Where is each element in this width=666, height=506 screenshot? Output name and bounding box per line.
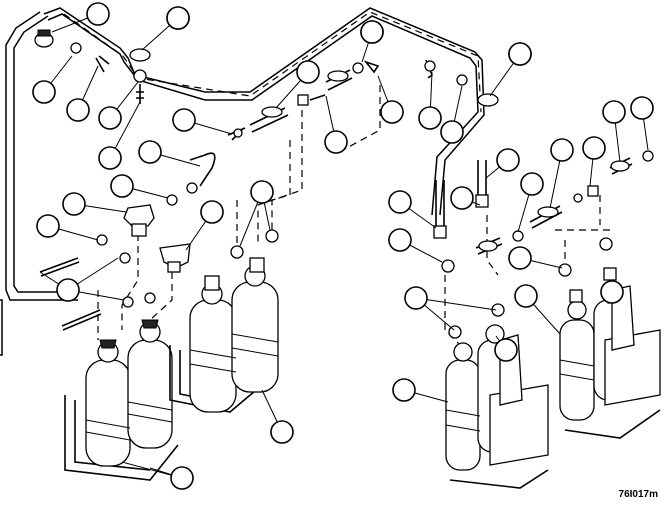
callout-circle-ref-23 <box>450 186 474 210</box>
callout-circle-ref-17 <box>250 180 274 204</box>
callout-circle-ref-4 <box>66 98 90 122</box>
callout-circle-ref-9 <box>98 146 122 170</box>
callout-circle-ref-16 <box>200 200 224 224</box>
callout-circle-ref-3 <box>32 80 56 104</box>
callout-circle-ref-5 <box>98 106 122 130</box>
callout-circle-ref-40 <box>360 20 384 44</box>
callout-circle-ref-27 <box>582 136 606 160</box>
callout-circle-ref-6 <box>296 60 320 84</box>
fittings-and-hardware <box>34 29 654 339</box>
callout-circle-ref-39 <box>166 6 190 30</box>
callout-circle-ref-12 <box>324 130 348 154</box>
callout-circle-ref-28 <box>602 100 626 124</box>
callout-circle-ref-32 <box>404 286 428 310</box>
callout-circle-ref-11 <box>110 174 134 198</box>
cylinder-bank-center <box>169 257 279 413</box>
callout-circle-ref-8 <box>172 108 196 132</box>
callout-circle-ref-26 <box>550 138 574 162</box>
callout-circle-ref-36 <box>392 378 416 402</box>
callout-circle-ref-1 <box>86 2 110 26</box>
callout-circle-ref-34 <box>514 284 538 308</box>
callout-circle-ref-22 <box>388 190 412 214</box>
figure-code: 76I017m <box>618 489 658 500</box>
callout-circle-ref-20 <box>440 120 464 144</box>
callout-circle-ref-15 <box>36 214 60 238</box>
callout-circle-ref-33 <box>494 338 518 362</box>
callout-circle-ref-30 <box>388 228 412 252</box>
callout-circle-ref-18 <box>56 278 80 302</box>
callout-circle-ref-38 <box>170 466 194 490</box>
cylinder-bank-right-front <box>445 324 549 489</box>
callout-circle-ref-14 <box>62 192 86 216</box>
callout-circle-ref-13 <box>380 100 404 124</box>
callout-circle-ref-24 <box>496 148 520 172</box>
callout-circle-ref-35 <box>600 280 624 304</box>
callout-circle-ref-25 <box>520 172 544 196</box>
callout-circle-ref-19 <box>418 106 442 130</box>
callout-circles <box>32 2 654 490</box>
cylinder-bank-left <box>64 319 179 481</box>
callout-circle-ref-31 <box>508 246 532 270</box>
callout-circle-ref-10 <box>138 140 162 164</box>
callout-circle-ref-37 <box>270 420 294 444</box>
cylinder-bank-right-rear <box>559 267 661 439</box>
callout-circle-ref-29 <box>630 96 654 120</box>
callout-circle-ref-41 <box>508 42 532 66</box>
distribution-tubing <box>0 7 485 356</box>
